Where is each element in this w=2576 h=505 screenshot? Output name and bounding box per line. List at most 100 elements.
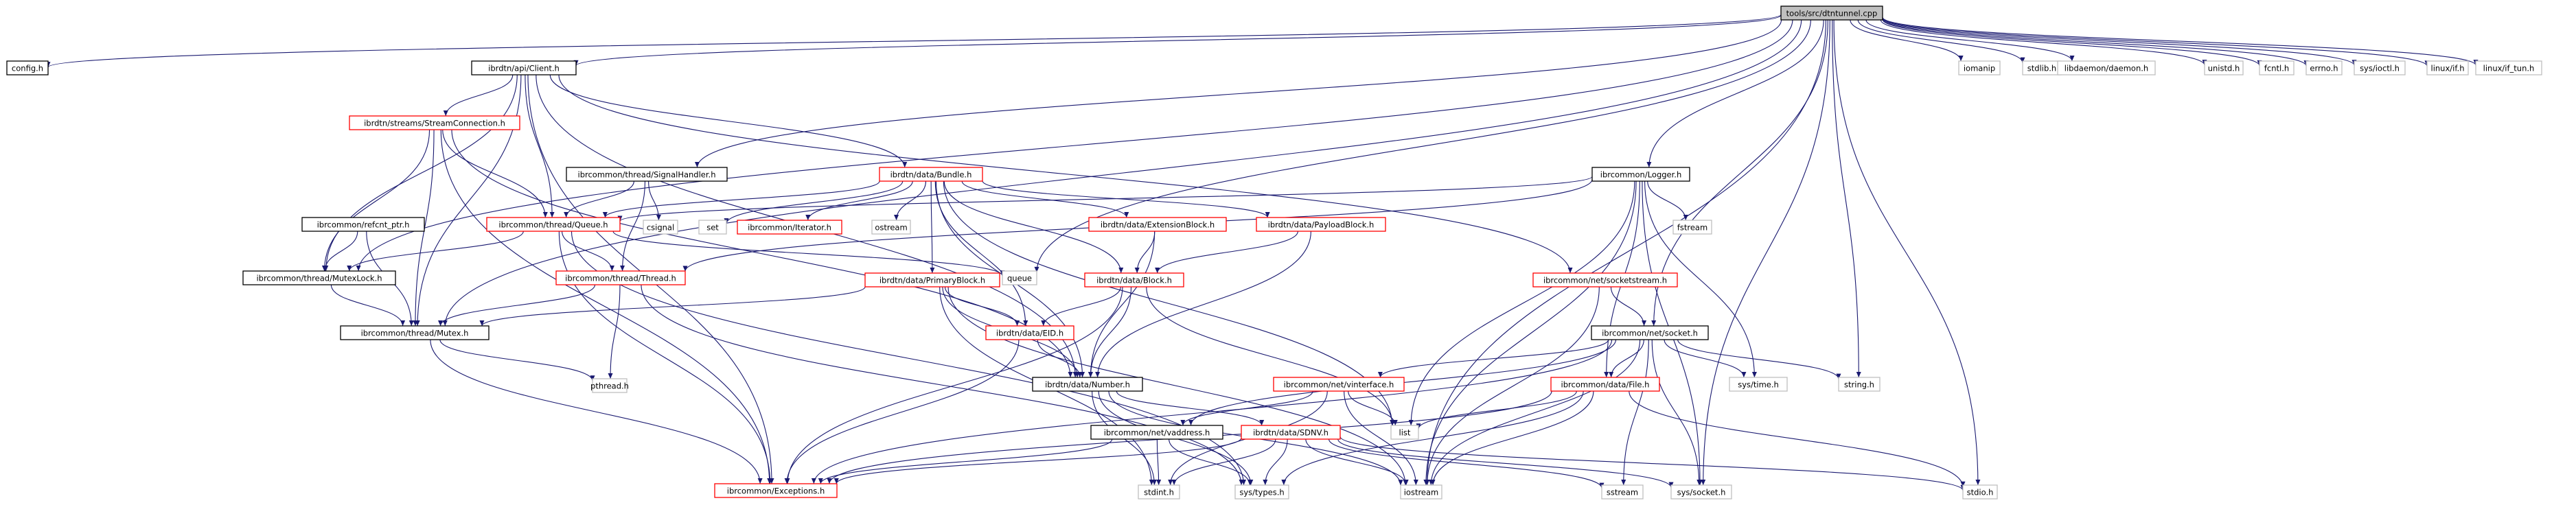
edge-sockstream-to-socket xyxy=(1610,286,1645,327)
node-mutex[interactable]: ibrcommon/thread/Mutex.h xyxy=(340,325,490,340)
arrowhead-bundle-to-ostream xyxy=(894,215,899,220)
edge-number-to-sdnv xyxy=(1116,390,1263,426)
node-label-set: set xyxy=(706,223,719,233)
node-config[interactable]: config.h xyxy=(6,60,49,75)
node-exceptions[interactable]: ibrcommon/Exceptions.h xyxy=(714,483,838,498)
node-extblock[interactable]: ibrdtn/data/ExtensionBlock.h xyxy=(1088,217,1227,232)
node-payload[interactable]: ibrdtn/data/PayloadBlock.h xyxy=(1256,217,1386,232)
arrowhead-sockstream-to-iostream xyxy=(1425,480,1430,485)
edge-root-to-mutex xyxy=(444,19,1802,327)
node-label-sdnv: ibrdtn/data/SDNV.h xyxy=(1253,428,1329,438)
edge-socket-to-exceptions xyxy=(813,339,1613,484)
node-box-ostream xyxy=(871,220,911,235)
node-label-csignal: csignal xyxy=(647,223,674,233)
edge-streamconn-to-exceptions xyxy=(440,129,770,484)
edge-root-to-config xyxy=(47,14,1782,68)
node-stdio: stdio.h xyxy=(1962,484,1998,500)
edge-sockstream-to-iostream xyxy=(1427,286,1600,486)
node-box-vinterface xyxy=(1273,377,1405,392)
edge-vinterface-to-vaddress xyxy=(1182,390,1313,426)
node-box-csignal xyxy=(643,220,678,235)
node-mutexlock[interactable]: ibrcommon/thread/MutexLock.h xyxy=(242,270,396,285)
node-thread[interactable]: ibrcommon/thread/Thread.h xyxy=(555,270,686,285)
arrowhead-bundle-to-payload xyxy=(1265,212,1270,218)
node-label-string: string.h xyxy=(1844,380,1874,390)
edge-payload-to-block xyxy=(1157,231,1298,274)
arrowhead-number-to-iostream xyxy=(1398,480,1403,486)
node-sighandler[interactable]: ibrcommon/thread/SignalHandler.h xyxy=(566,167,728,182)
arrowhead-root-to-socket xyxy=(1651,320,1657,326)
edge-sdnv-to-exceptions xyxy=(836,437,1242,484)
node-box-systime xyxy=(1729,377,1788,392)
node-box-config xyxy=(6,60,49,75)
node-label-socket: ibrcommon/net/socket.h xyxy=(1602,329,1698,338)
edge-streamconn-to-number xyxy=(451,129,1071,378)
edges-layer xyxy=(45,14,2479,491)
node-iftun: linux/if_tun.h xyxy=(2475,60,2542,75)
node-block[interactable]: ibrdtn/data/Block.h xyxy=(1084,272,1184,287)
edge-socket-to-vinterface xyxy=(1379,339,1609,378)
node-box-primary xyxy=(864,272,1000,287)
node-label-pthread: pthread.h xyxy=(590,381,629,391)
arrowhead-block-to-eid xyxy=(1041,320,1046,326)
node-box-number xyxy=(1032,377,1143,392)
node-box-block xyxy=(1084,272,1184,287)
arrowhead-root-to-mutex xyxy=(442,320,448,326)
node-logger[interactable]: ibrcommon/Logger.h xyxy=(1591,167,1690,182)
node-sockstream[interactable]: ibrcommon/net/socketstream.h xyxy=(1532,272,1678,287)
node-refcnt[interactable]: ibrcommon/refcnt_ptr.h xyxy=(301,217,425,232)
node-vinterface[interactable]: ibrcommon/net/vinterface.h xyxy=(1273,377,1405,392)
edge-file-to-stdio xyxy=(1629,390,1964,487)
node-file[interactable]: ibrcommon/data/File.h xyxy=(1550,377,1660,392)
edge-client-to-bundle xyxy=(549,74,906,168)
node-box-queue xyxy=(1002,270,1037,285)
arrowhead-primary-to-eid xyxy=(1015,320,1020,326)
edge-root-to-mutexlock xyxy=(358,19,1793,272)
node-label-sockstream: ibrcommon/net/socketstream.h xyxy=(1543,276,1667,285)
node-label-ostream: ostream xyxy=(875,223,907,233)
arrowhead-root-to-iomanip xyxy=(1958,55,1964,61)
edge-root-to-iomanip xyxy=(1850,19,1962,62)
arrowhead-root-to-stdlib xyxy=(2020,57,2025,63)
node-box-sstream xyxy=(1601,484,1644,500)
arrowhead-root-to-sighandler xyxy=(694,162,700,167)
edge-root-to-queue xyxy=(1036,19,1811,272)
node-client[interactable]: ibrdtn/api/Client.h xyxy=(471,60,577,75)
edge-extblock-to-block xyxy=(1136,231,1155,274)
node-box-stdint xyxy=(1138,484,1180,500)
node-box-iomanip xyxy=(1958,60,2001,75)
edge-root-to-stdio xyxy=(1833,19,1979,486)
arrowhead-root-to-logger xyxy=(1646,162,1652,167)
node-vaddress[interactable]: ibrcommon/net/vaddress.h xyxy=(1090,425,1223,440)
edge-root-to-string xyxy=(1832,19,1859,378)
node-root[interactable]: tools/src/dtntunnel.cpp xyxy=(1780,5,1883,21)
node-box-unistd xyxy=(2204,60,2244,75)
node-box-thread xyxy=(555,270,686,285)
node-label-fstream: fstream xyxy=(1677,223,1707,233)
node-label-vaddress: ibrcommon/net/vaddress.h xyxy=(1104,428,1210,438)
node-eid[interactable]: ibrdtn/data/EID.h xyxy=(985,325,1074,340)
node-label-file: ibrcommon/data/File.h xyxy=(1561,380,1650,390)
node-bundle[interactable]: ibrdtn/data/Bundle.h xyxy=(879,167,983,182)
node-sdnv[interactable]: ibrdtn/data/SDNV.h xyxy=(1241,425,1341,440)
node-label-errno: errno.h xyxy=(2310,64,2338,73)
arrowhead-thread-to-pthread xyxy=(608,373,613,379)
edge-sdnv-to-stdio xyxy=(1339,436,1964,491)
node-streamconn[interactable]: ibrdtn/streams/StreamConnection.h xyxy=(349,115,520,130)
node-label-primary: ibrdtn/data/PrimaryBlock.h xyxy=(879,276,985,285)
arrowhead-sighandler-to-queue_h xyxy=(564,212,569,218)
node-systime: sys/time.h xyxy=(1729,377,1788,392)
node-number[interactable]: ibrdtn/data/Number.h xyxy=(1032,377,1143,392)
edge-client-to-mutexlock xyxy=(325,74,518,272)
node-queue: queue xyxy=(1002,270,1037,285)
node-primary[interactable]: ibrdtn/data/PrimaryBlock.h xyxy=(864,272,1000,287)
edge-sighandler-to-queue_h xyxy=(566,180,634,218)
node-iterator[interactable]: ibrcommon/Iterator.h xyxy=(737,220,842,235)
edge-file-to-iostream xyxy=(1432,390,1594,486)
arrowhead-root-to-mutexlock xyxy=(356,266,361,271)
node-label-queue_h: ibrcommon/thread/Queue.h xyxy=(498,220,608,230)
edge-socket-to-syssocket xyxy=(1651,339,1700,486)
node-queue_h[interactable]: ibrcommon/thread/Queue.h xyxy=(486,217,621,232)
node-socket[interactable]: ibrcommon/net/socket.h xyxy=(1591,325,1709,340)
arrowhead-socket-to-file xyxy=(1609,372,1614,377)
